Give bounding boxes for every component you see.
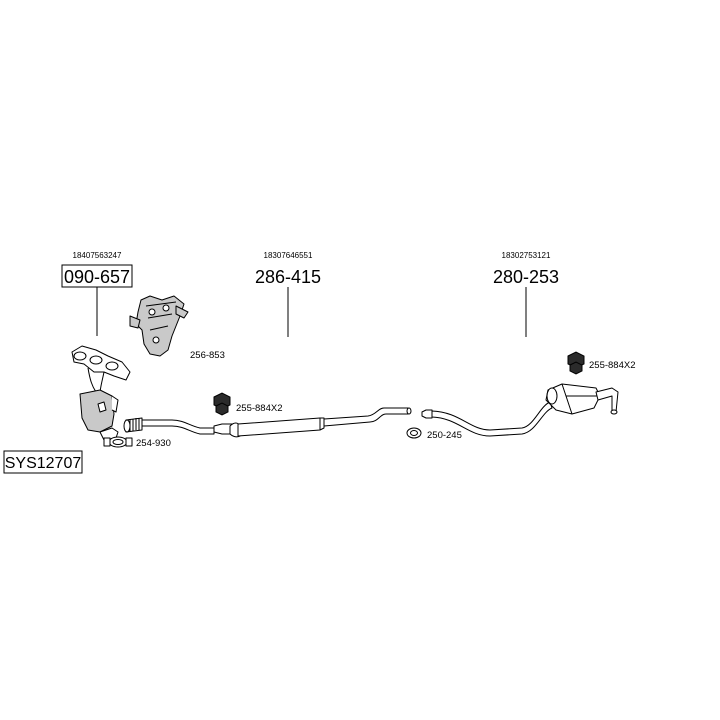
ring-drawing <box>406 427 422 439</box>
system-code-box <box>3 450 83 474</box>
manifold-cat-oem-number: 18407563247 <box>73 251 122 260</box>
system-code: SYS12707 <box>5 455 82 472</box>
rear-silencer-drawing <box>421 383 619 437</box>
clamp-drawing <box>103 436 133 448</box>
clamp-part-number[interactable]: 254-930 <box>136 438 171 449</box>
nut-rear-drawing <box>567 351 585 375</box>
middle-pipe-part-number[interactable]: 286-415 <box>255 267 321 287</box>
heat-shield-part-number[interactable]: 256-853 <box>190 350 225 361</box>
nut-rear-part-number[interactable]: 255-884X2 <box>589 360 635 371</box>
manifold-cat-part-number[interactable]: 090-657 <box>64 267 130 287</box>
manifold-catalyst-drawing <box>71 345 131 441</box>
middle-pipe-oem-number: 18307646551 <box>264 251 313 260</box>
nut-front-drawing <box>213 392 231 416</box>
middle-pipe-drawing <box>123 407 412 438</box>
heat-shield-drawing <box>129 295 189 357</box>
nut-front-part-number[interactable]: 255-884X2 <box>236 403 282 414</box>
ring-part-number[interactable]: 250-245 <box>427 430 462 441</box>
rear-silencer-oem-number: 18302753121 <box>502 251 551 260</box>
rear-silencer-part-number[interactable]: 280-253 <box>493 267 559 287</box>
